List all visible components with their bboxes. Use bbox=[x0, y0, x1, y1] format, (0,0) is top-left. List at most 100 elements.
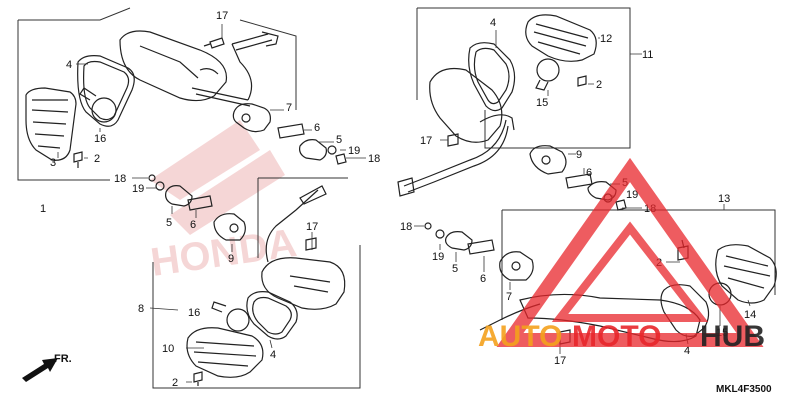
callout-r-13: 13 bbox=[718, 193, 730, 205]
callout-10: 10 bbox=[162, 343, 174, 355]
housing-stay bbox=[191, 43, 253, 107]
callout-2b: 2 bbox=[172, 377, 178, 389]
washer-19 bbox=[327, 145, 337, 155]
honda-text: HONDA bbox=[148, 221, 299, 285]
front-arrow-icon bbox=[22, 358, 58, 382]
watermark-auto: AUTO bbox=[478, 320, 562, 353]
callout-r-19b: 19 bbox=[432, 251, 444, 263]
callout-r-2: 2 bbox=[596, 79, 602, 91]
bulb-15 bbox=[536, 58, 560, 82]
grommet-7 bbox=[232, 103, 271, 133]
callout-2: 2 bbox=[94, 153, 100, 165]
callout-r-4b: 4 bbox=[684, 345, 690, 357]
callout-6-mid: 6 bbox=[190, 219, 196, 231]
gasket-4-right-b bbox=[660, 284, 710, 337]
callout-9: 9 bbox=[228, 253, 234, 265]
warning-triangle-inner-icon bbox=[551, 221, 709, 322]
callout-7: 7 bbox=[286, 102, 292, 114]
callout-r-12: 12 bbox=[600, 33, 612, 45]
watermark-hub: HUB bbox=[700, 320, 765, 353]
connector-wire bbox=[231, 31, 279, 51]
diagram-code: MKL4F3500 bbox=[716, 384, 772, 395]
callout-5-mid: 5 bbox=[166, 217, 172, 229]
lens-3-shape bbox=[25, 87, 77, 161]
callout-r-6: 6 bbox=[586, 167, 592, 179]
screw-2b bbox=[193, 371, 203, 386]
callout-5: 5 bbox=[336, 134, 342, 146]
callout-18-mid: 18 bbox=[114, 173, 126, 185]
callout-17: 17 bbox=[216, 10, 228, 22]
callout-r-5b: 5 bbox=[452, 263, 458, 275]
lens-14 bbox=[715, 244, 777, 304]
lens-12-ribs bbox=[533, 23, 589, 55]
housing-shape bbox=[119, 30, 228, 102]
grommet-9-right-hole bbox=[541, 155, 551, 165]
gasket-4b-inner bbox=[252, 296, 292, 335]
left-mid-parts bbox=[148, 174, 246, 241]
callout-r-14: 14 bbox=[744, 309, 756, 321]
collar-6 bbox=[277, 123, 305, 139]
lens-3-ribs bbox=[31, 99, 69, 149]
callout-17b: 17 bbox=[306, 221, 318, 233]
left-bottom-parts bbox=[186, 185, 346, 386]
lens-10 bbox=[186, 327, 264, 378]
bracket-5-mid bbox=[165, 185, 193, 207]
bulb-16-base bbox=[79, 87, 97, 101]
callout-r-4: 4 bbox=[490, 17, 496, 29]
front-arrow: FR. bbox=[22, 353, 72, 382]
washer-19-mid bbox=[155, 181, 165, 191]
housing-8-wire bbox=[265, 189, 319, 263]
automotohub-watermark: AUTO MOTO HUB bbox=[478, 157, 765, 353]
right-top-parts bbox=[397, 14, 597, 197]
warning-triangle-icon bbox=[496, 157, 764, 347]
connector-right bbox=[397, 177, 415, 197]
bulb-16b-glass bbox=[226, 308, 250, 332]
grommet-7-right-hole bbox=[511, 261, 521, 271]
gasket-4b bbox=[246, 291, 298, 340]
callout-4b: 4 bbox=[270, 349, 276, 361]
lens-10-ribs bbox=[193, 341, 257, 367]
screw-2 bbox=[73, 151, 83, 168]
box-assembly-1 bbox=[17, 7, 131, 181]
housing-detail bbox=[139, 45, 199, 79]
housing-right bbox=[429, 67, 503, 143]
screw-17b bbox=[305, 237, 317, 251]
wire-right bbox=[403, 119, 509, 193]
box-assembly-8 bbox=[152, 177, 361, 389]
collar-6-right-b bbox=[467, 239, 495, 255]
bracket-5 bbox=[299, 139, 327, 161]
screw-17 bbox=[203, 37, 225, 49]
callout-19-mid: 19 bbox=[132, 183, 144, 195]
nut-18-right-b bbox=[424, 222, 432, 230]
screw-17-right bbox=[447, 133, 459, 147]
callout-16: 16 bbox=[94, 133, 106, 145]
washer-19-right-b bbox=[435, 229, 445, 239]
gasket-4-right-inner bbox=[473, 47, 510, 105]
callout-r-9: 9 bbox=[576, 149, 582, 161]
grommet-9 bbox=[213, 213, 246, 241]
grommet-7-hole bbox=[241, 113, 251, 123]
grommet-9-right bbox=[529, 145, 567, 175]
lens-12 bbox=[525, 14, 597, 62]
bulb-16-glass bbox=[91, 97, 117, 123]
callout-1: 1 bbox=[40, 203, 46, 215]
callout-r-15: 15 bbox=[536, 97, 548, 109]
callout-r-17: 17 bbox=[420, 135, 432, 147]
callout-r-11: 11 bbox=[642, 49, 653, 61]
front-label: FR. bbox=[54, 353, 72, 365]
grommet-9-hole bbox=[229, 223, 239, 233]
callout-r-18b: 18 bbox=[400, 221, 412, 233]
callout-r-19: 19 bbox=[626, 189, 638, 201]
bulb-15-base bbox=[535, 79, 549, 91]
bulb-16b-base bbox=[211, 301, 227, 313]
callout-r-6b: 6 bbox=[480, 273, 486, 285]
collar-6-mid bbox=[187, 195, 213, 211]
gasket-4-inner bbox=[83, 60, 130, 121]
screw-2-right bbox=[577, 75, 587, 87]
gasket-4-shape bbox=[77, 55, 135, 127]
callout-r-17b: 17 bbox=[554, 355, 566, 367]
callout-16b: 16 bbox=[188, 307, 200, 319]
gasket-4-right bbox=[468, 42, 516, 112]
